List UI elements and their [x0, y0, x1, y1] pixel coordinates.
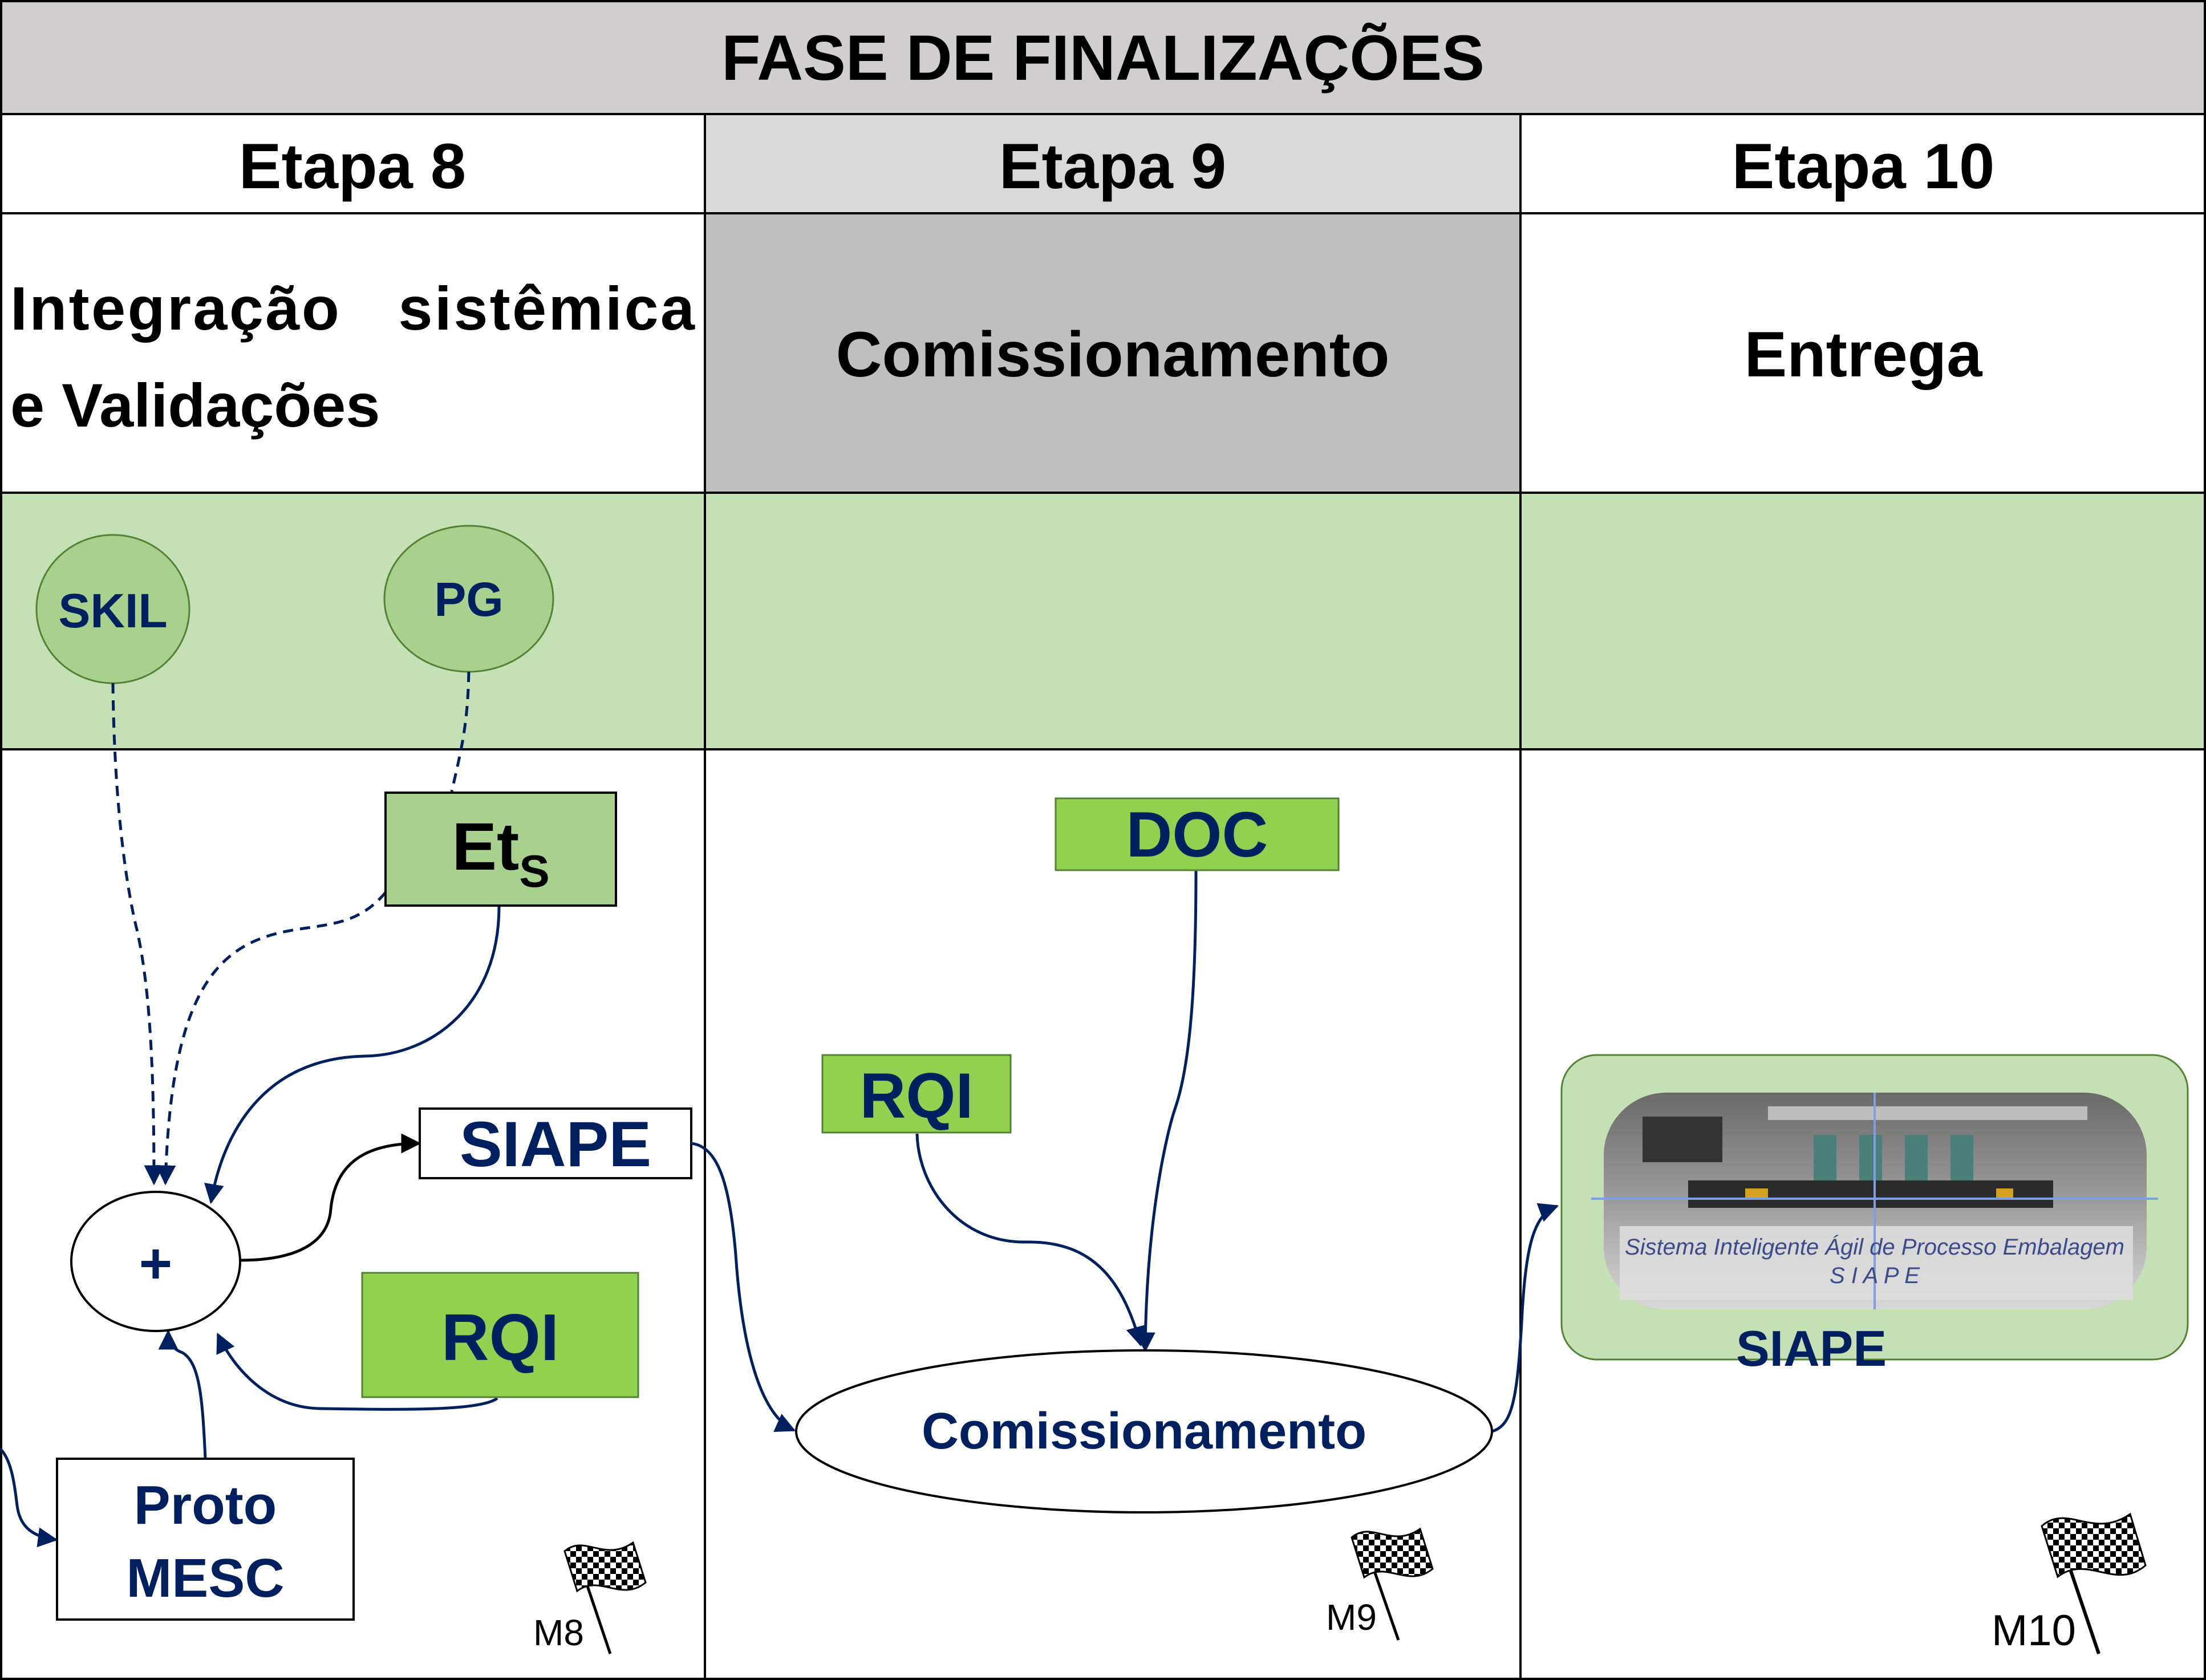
ets-label: EtS — [452, 809, 549, 896]
ets-box — [384, 792, 617, 907]
commissioning-node — [795, 1349, 1493, 1513]
title-bar — [0, 0, 2206, 114]
commissioning-to-delivery — [1491, 1203, 1559, 1433]
doc-to-commissioning — [1135, 870, 1198, 1353]
doc-label: DOC — [1126, 799, 1268, 870]
stage-10-label: Etapa 10 — [1732, 131, 1995, 202]
resource-row — [0, 493, 2206, 749]
rqi-label-etapa9: RQI — [859, 1060, 973, 1131]
plus-to-siape — [240, 1133, 421, 1262]
siape-machine-photo: Sistema Inteligente Ágil de Processo Emb… — [1591, 1093, 2158, 1309]
milestone-m8-label: M8 — [533, 1612, 584, 1653]
siape-to-commissioning — [691, 1142, 796, 1432]
siape-photo-label: SIAPE — [1736, 1320, 1887, 1377]
stage-9-label: Etapa 9 — [999, 131, 1226, 202]
rqi-label-etapa8: RQI — [441, 1300, 559, 1374]
etapa8-connectors — [0, 671, 501, 1548]
siape-box — [419, 1107, 692, 1179]
proto-mesc-line2: MESC — [126, 1548, 284, 1609]
etapa9-description-cell — [705, 213, 1520, 493]
ets-to-plus-dashed — [156, 891, 387, 1186]
rqi-to-commissioning — [915, 1133, 1146, 1347]
siape-box-label: SIAPE — [460, 1109, 651, 1180]
milestone-m10-label: M10 — [1992, 1606, 2076, 1655]
etapa9-header-cell — [705, 114, 1520, 213]
proto-to-plus — [158, 1329, 207, 1459]
commissioning-node-label: Comissionamento — [922, 1403, 1366, 1460]
stage-9-description: Comissionamento — [836, 319, 1390, 390]
milestone-flag-m10: M10 — [1992, 1512, 2147, 1655]
ets-to-plus — [204, 906, 501, 1204]
milestone-flag-m9: M9 — [1326, 1527, 1434, 1641]
proto-mesc-line1: Proto — [134, 1475, 277, 1536]
phase-title: FASE DE FINALIZAÇÕES — [721, 22, 1485, 94]
siape-photo-caption-2: S I A P E — [1830, 1263, 1920, 1288]
stage-8-description-line2: e Validações — [10, 371, 380, 440]
external-to-proto — [0, 1447, 58, 1548]
rqi-box-etapa8 — [361, 1272, 639, 1398]
rqi-to-plus — [216, 1332, 498, 1411]
skil-resource-label: SKIL — [58, 584, 167, 638]
doc-box — [1055, 797, 1340, 871]
proto-mesc-box — [56, 1458, 355, 1621]
siape-photo-caption: Sistema Inteligente Ágil de Processo Emb… — [1625, 1234, 2124, 1260]
milestone-m9-label: M9 — [1326, 1597, 1377, 1638]
stage-10-description: Entrega — [1745, 319, 1983, 390]
rqi-box-etapa9 — [821, 1054, 1012, 1134]
integration-plus-node — [70, 1191, 241, 1332]
pg-to-ets-dashed — [450, 671, 471, 792]
integration-plus-symbol: + — [139, 1232, 172, 1296]
pg-resource-label: PG — [434, 573, 503, 626]
milestone-flag-m8: M8 — [533, 1541, 647, 1654]
skil-to-plus-dashed — [111, 683, 164, 1186]
stage-8-label: Etapa 8 — [239, 131, 466, 202]
etapa9-connectors — [691, 870, 1559, 1433]
stage-8-description-line1: Integração sistêmica — [10, 274, 695, 343]
